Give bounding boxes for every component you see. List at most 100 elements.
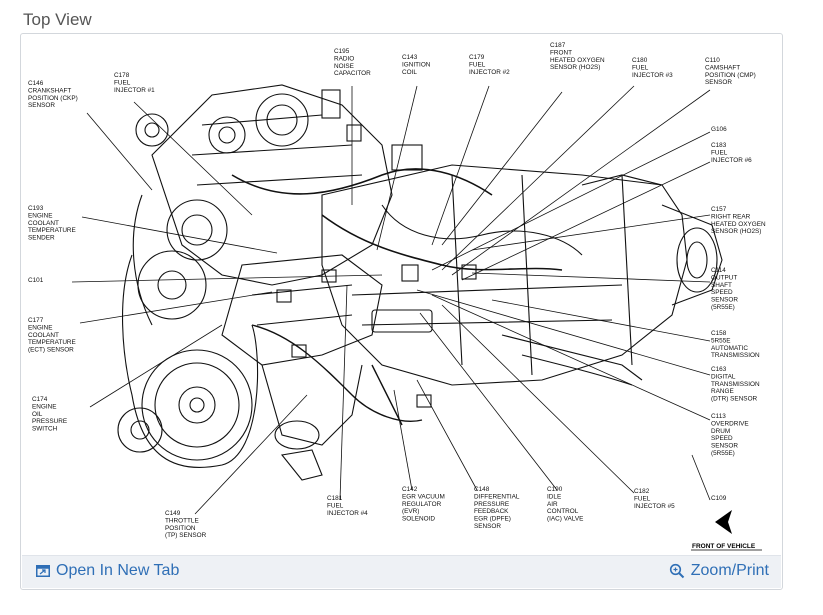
callout-line: C142: [402, 486, 418, 493]
callout-line: HEATED OXYGEN: [711, 221, 766, 228]
callout-line: CAPACITOR: [334, 70, 371, 77]
callout-line: (DTR) SENSOR: [711, 396, 758, 403]
callout-line: COIL: [402, 69, 417, 76]
callout-line: C114: [711, 267, 726, 274]
callout-line: 5R55E: [711, 337, 731, 344]
callout-line: DRUM: [711, 428, 730, 435]
callout-line: (ECT) SENSOR: [28, 347, 74, 354]
callout-line: C146: [28, 80, 44, 87]
callout-line: SENSOR: [474, 523, 501, 530]
callout-line: THROTTLE: [165, 517, 199, 524]
callout-line: FUEL: [469, 61, 486, 68]
callout-line: FUEL: [114, 79, 131, 86]
callout-line: (5R55E): [711, 304, 735, 311]
callout-line: FUEL: [634, 495, 651, 502]
callout-line: AIR: [547, 501, 558, 508]
callout-line: TEMPERATURE: [28, 227, 76, 234]
callout-line: (TP) SENSOR: [165, 532, 207, 539]
callout-line: EGR (DPFE): [474, 516, 511, 523]
callout-line: SENSOR (HO2S): [550, 64, 600, 71]
callout-line: SOLENOID: [402, 516, 435, 523]
callout-line: C182: [634, 488, 650, 495]
callout-line: C157: [711, 206, 727, 213]
callout-line: C110: [705, 57, 720, 64]
callout-line: NOISE: [334, 63, 354, 70]
callout-line: PRESSURE: [32, 418, 67, 425]
magnifier-icon: [669, 563, 684, 579]
callout-line: TRANSMISSION: [711, 352, 760, 359]
callout-line: RANGE: [711, 388, 734, 395]
callout-line: FRONT: [550, 49, 572, 56]
callout-line: C113: [711, 413, 726, 420]
callout-line: C101: [28, 277, 44, 284]
callout-line: C178: [114, 72, 130, 79]
callout-line: C109: [711, 495, 727, 502]
callout-line: INJECTOR #2: [469, 69, 510, 76]
open-in-new-tab-link[interactable]: Open In New Tab: [36, 562, 179, 580]
callout-line: FUEL: [327, 502, 344, 509]
callout-line: HEATED OXYGEN: [550, 57, 605, 64]
callout-line: ENGINE: [28, 324, 53, 331]
callout-line: PRESSURE: [474, 501, 509, 508]
callout-c109: C109: [711, 495, 727, 502]
callout-line: FEEDBACK: [474, 508, 509, 515]
callout-line: POSITION (CMP): [705, 72, 756, 79]
callout-line: SENSOR: [28, 102, 55, 109]
callout-line: (IAC) VALVE: [547, 516, 583, 523]
callout-line: RIGHT REAR: [711, 213, 751, 220]
callout-line: REGULATOR: [402, 501, 442, 508]
callout-line: (5R55E): [711, 450, 735, 457]
callout-line: POSITION: [165, 525, 196, 532]
zoom-print-label: Zoom/Print: [690, 562, 769, 579]
callout-g106: G106: [711, 126, 727, 133]
callout-line: SPEED: [711, 289, 733, 296]
callout-line: C183: [711, 142, 727, 149]
engine-diagram: FRONT OF VEHICLE C146CRANKSHAFTPOSITION …: [28, 42, 766, 551]
callout-line: OVERDRIVE: [711, 420, 749, 427]
footer-bar: Open In New Tab Zoom/Print: [22, 555, 781, 588]
callout-line: TEMPERATURE: [28, 339, 76, 346]
callout-line: DIFFERENTIAL: [474, 493, 520, 500]
engine-illustration: [117, 84, 723, 481]
callout-line: SPEED: [711, 435, 733, 442]
page-title: Top View: [23, 10, 92, 29]
callout-line: SHAFT: [711, 282, 732, 289]
callout-line: SENSOR (HO2S): [711, 228, 761, 235]
callout-line: TRANSMISSION: [711, 381, 760, 388]
callout-line: C195: [334, 48, 350, 55]
callout-line: AUTOMATIC: [711, 345, 748, 352]
callout-line: SENSOR: [711, 297, 738, 304]
callout-line: C190: [547, 486, 563, 493]
callout-line: (EVR): [402, 508, 419, 515]
callout-line: INJECTOR #3: [632, 72, 673, 79]
callout-line: C187: [550, 42, 566, 49]
callout-line: C181: [327, 495, 343, 502]
callout-line: INJECTOR #4: [327, 510, 368, 517]
callout-line: C158: [711, 330, 727, 337]
zoom-print-link[interactable]: Zoom/Print: [669, 562, 769, 580]
callout-line: INJECTOR #1: [114, 87, 155, 94]
callout-line: POSITION (CKP): [28, 95, 78, 102]
front-arrow-icon: [715, 510, 732, 534]
callout-line: INJECTOR #6: [711, 157, 752, 164]
open-in-new-tab-label: Open In New Tab: [56, 562, 180, 579]
callout-line: SWITCH: [32, 426, 58, 433]
callout-line: IGNITION: [402, 61, 431, 68]
callout-line: CRANKSHAFT: [28, 87, 71, 94]
front-of-vehicle-label: FRONT OF VEHICLE: [692, 543, 756, 550]
